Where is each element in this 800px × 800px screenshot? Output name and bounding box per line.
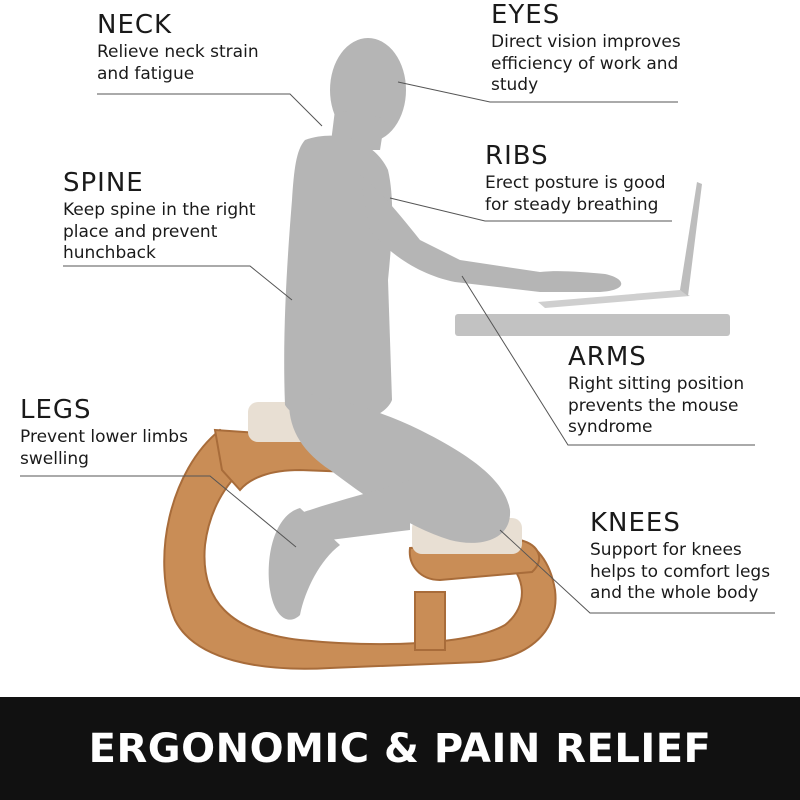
callout-arms: ARMS Right sitting position prevents the…: [568, 342, 744, 439]
banner: ERGONOMIC & PAIN RELIEF: [0, 697, 800, 800]
torso: [284, 135, 393, 424]
leader-arms: [461, 275, 755, 446]
person-silhouette: [268, 38, 622, 620]
callout-text: Support for knees helps to comfort legs …: [590, 540, 771, 603]
callout-title: SPINE: [63, 168, 144, 198]
chair-crossbar: [414, 591, 446, 651]
leader-ribs: [389, 197, 672, 222]
foot: [268, 508, 340, 620]
callout-text: Prevent lower limbs swelling: [20, 427, 188, 469]
leader-legs: [20, 475, 297, 548]
callout-eyes: EYES Direct vision improves efficiency o…: [491, 0, 681, 97]
leader-neck: [97, 93, 323, 127]
arm: [360, 175, 622, 292]
laptop-icon: [538, 182, 702, 308]
desk-top: [455, 314, 730, 336]
callout-text: Right sitting position prevents the mous…: [568, 374, 745, 437]
leader-knees: [499, 529, 775, 614]
banner-text: ERGONOMIC & PAIN RELIEF: [88, 725, 712, 772]
leader-eyes: [397, 81, 678, 103]
leader-spine: [63, 265, 293, 301]
callout-knees: KNEES Support for knees helps to comfort…: [590, 508, 770, 605]
callout-text: Erect posture is good for steady breathi…: [485, 173, 666, 215]
leader-lines: [20, 81, 775, 614]
callout-text: Keep spine in the right place and preven…: [63, 200, 256, 263]
illustration: [20, 38, 775, 670]
callout-title: KNEES: [590, 508, 681, 538]
callout-title: NECK: [97, 10, 173, 40]
callout-title: EYES: [491, 0, 561, 30]
callout-title: ARMS: [568, 342, 647, 372]
callout-text: Direct vision improves efficiency of wor…: [491, 32, 681, 95]
callout-neck: NECK Relieve neck strain and fatigue: [97, 10, 259, 85]
thigh: [289, 390, 511, 543]
callout-spine: SPINE Keep spine in the right place and …: [63, 168, 256, 265]
callout-text: Relieve neck strain and fatigue: [97, 42, 259, 84]
callout-title: RIBS: [485, 141, 549, 171]
callout-ribs: RIBS Erect posture is good for steady br…: [485, 141, 666, 216]
callout-legs: LEGS Prevent lower limbs swelling: [20, 395, 188, 470]
callout-title: LEGS: [20, 395, 92, 425]
